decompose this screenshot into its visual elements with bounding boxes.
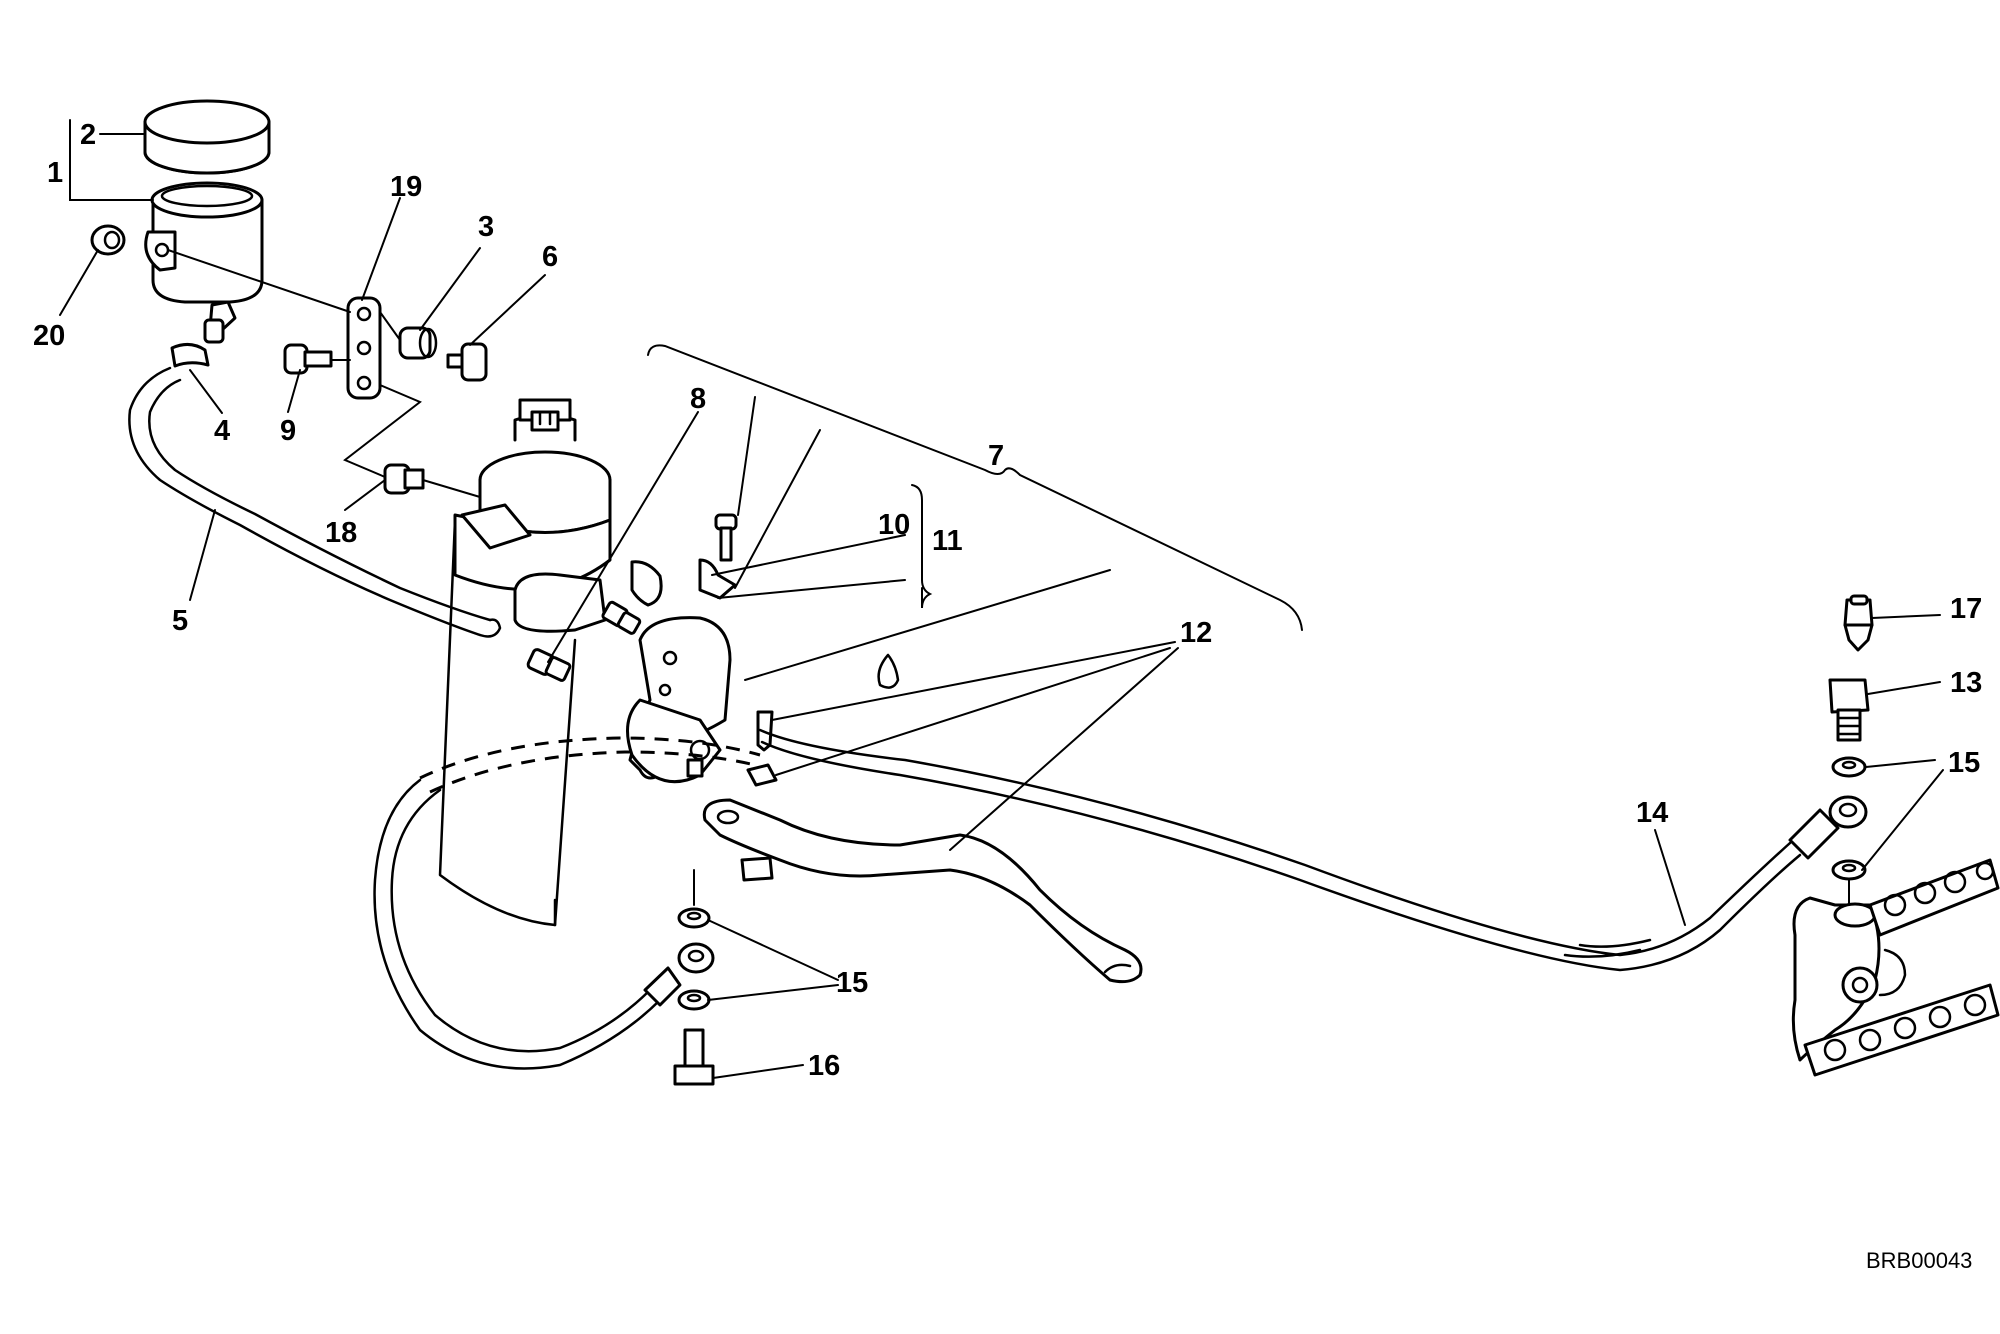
callout-leader [1654,829,1686,926]
reservoir-hose [128,366,502,638]
banjo-bolt [1828,678,1870,742]
callout-leader [1861,769,1944,871]
callout-leader [737,396,756,516]
callout-8: 8 [690,383,706,415]
bleed-valve [526,648,572,682]
callout-leader [1867,681,1941,695]
clutch-lever [702,798,1143,984]
callout-leader [717,579,906,599]
grommet [90,224,126,256]
callout-19: 19 [390,171,422,203]
banjo-fitting [601,600,642,635]
drive-chain [1803,858,2000,1077]
callout-leader [744,569,1111,681]
callout-leader [361,197,401,301]
callout-leader [287,369,301,413]
callout-3: 3 [478,211,494,243]
screw [283,343,333,375]
callout-15-slave: 15 [1948,747,1980,779]
callout-20: 20 [33,320,65,352]
assembly-bracket-7 [647,344,1303,631]
callout-leader [707,984,839,1001]
assembly-axis-line [167,249,351,313]
callout-leader [469,274,546,346]
assembly-bracket-11 [911,484,933,609]
diagram-code: BRB00043 [1866,1248,1972,1273]
retaining-clip [746,763,778,787]
reservoir-cap [143,99,271,175]
clamp-lower-bracket [513,572,607,633]
callout-leader [547,411,699,663]
callout-leader [712,1064,804,1079]
callout-leader [1865,759,1936,768]
callout-6: 6 [542,241,558,273]
banjo-bolt [673,1028,715,1086]
callout-2: 2 [80,119,96,151]
callout-17: 17 [1950,593,1982,625]
callout-12: 12 [1180,617,1212,649]
banjo-washer [1831,859,1867,881]
banjo-fitting [677,942,715,974]
assembly-axis-line [379,311,401,341]
callout-14: 14 [1636,797,1668,829]
hose-clamp [170,343,210,368]
clutch-hose [758,728,1840,972]
callout-leader [344,479,386,511]
callout-1: 1 [47,157,63,189]
callout-13: 13 [1950,667,1982,699]
callout-7: 7 [988,440,1004,472]
callout-9: 9 [280,415,296,447]
callout-4: 4 [214,415,230,447]
callout-11: 11 [932,525,963,557]
callout-leader [734,429,821,589]
screw [446,342,488,382]
clutch-hose-lower [373,778,682,1070]
callout-leader [775,647,1171,776]
assembly-axis-line [343,384,422,478]
handlebar-tube [438,518,577,927]
bushing [398,326,438,360]
spacer [383,463,425,495]
callout-10: 10 [878,509,910,541]
hidden-hose-section [419,736,761,780]
fluid-reservoir [144,181,264,344]
callout-5: 5 [172,605,188,637]
bleed-valve [1843,594,1874,652]
callout-leader [1871,614,1941,619]
switch-bracket [630,558,737,607]
callout-leader [189,369,223,414]
callout-leader [419,247,481,331]
reservoir-bracket [346,296,382,400]
fluid-drop-symbol [877,653,900,689]
callout-leader [189,509,216,601]
handlebar-clamp [453,398,612,591]
callout-leader [711,534,906,576]
banjo-washer [1831,756,1867,778]
slave-cylinder [1791,896,1907,1062]
callout-leader [59,249,99,316]
callout-15-master: 15 [836,967,868,999]
callout-leader [707,919,839,981]
hidden-hose-section [429,750,756,794]
screw [714,513,738,562]
callout-leader [771,641,1176,721]
banjo-fitting [1828,795,1868,829]
callout-16: 16 [808,1050,840,1082]
banjo-washer [677,989,711,1011]
banjo-washer [677,907,711,929]
callout-18: 18 [325,517,357,549]
callout-leader [949,647,1179,851]
callout-leader [69,133,154,201]
